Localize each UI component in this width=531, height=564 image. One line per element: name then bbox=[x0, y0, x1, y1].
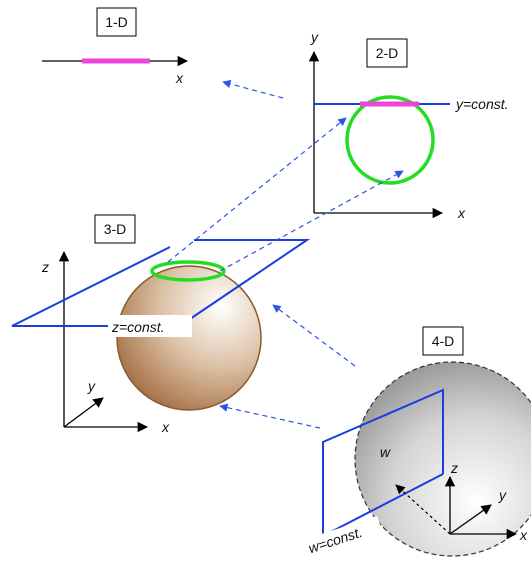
cross-section-ring-3d bbox=[150, 260, 226, 282]
y-axis-3d bbox=[63, 397, 104, 428]
label-box-3d bbox=[94, 214, 136, 244]
panel-3d: 3-D z z=const. x y bbox=[11, 214, 311, 435]
slice-hyperplane-4d bbox=[322, 388, 444, 538]
slice-label-bg-3d bbox=[108, 315, 192, 337]
title-4d: 4-D bbox=[432, 333, 455, 349]
arrow-2d-to-1d bbox=[222, 79, 284, 99]
panel-2d: 2-D y x y=const. bbox=[308, 29, 509, 221]
arrow-3d-to-2d-left bbox=[167, 117, 347, 263]
x-label-1d: x bbox=[175, 70, 184, 86]
label-box-4d bbox=[422, 326, 464, 356]
projection-arrows bbox=[167, 79, 404, 429]
w-label-4d: w bbox=[380, 444, 391, 460]
z-label-3d: z bbox=[41, 259, 49, 275]
slice-label-3d: z=const. bbox=[111, 319, 165, 335]
label-box-1d bbox=[96, 7, 137, 37]
label-box-2d bbox=[366, 38, 408, 68]
slice-label-bg-4d bbox=[302, 515, 383, 559]
title-2d: 2-D bbox=[376, 45, 399, 61]
title-3d: 3-D bbox=[104, 221, 127, 237]
y-label-3d: y bbox=[87, 378, 96, 394]
panel-1d: 1-D x bbox=[42, 7, 189, 86]
w-axis-4d bbox=[395, 484, 451, 535]
slice-plane-3d-back bbox=[189, 239, 311, 320]
arrow-4d-to-3d-upper bbox=[272, 304, 356, 367]
title-1d: 1-D bbox=[105, 14, 128, 30]
y-label-2d: y bbox=[310, 29, 319, 45]
y-axis-4d bbox=[449, 504, 492, 535]
x-label-3d: x bbox=[161, 419, 170, 435]
sphere-3d bbox=[116, 265, 262, 411]
x-label-4d: x bbox=[519, 527, 528, 543]
arrow-4d-to-3d-lower bbox=[219, 403, 321, 429]
y-label-4d: y bbox=[498, 487, 507, 503]
arrow-3d-to-2d-right bbox=[219, 170, 404, 272]
x-label-2d: x bbox=[457, 205, 466, 221]
panel-4d: 4-D w z y x w=const. bbox=[302, 326, 531, 559]
slice-label-2d: y=const. bbox=[455, 96, 509, 112]
z-label-4d: z bbox=[450, 460, 458, 476]
circle-2d bbox=[345, 95, 435, 185]
